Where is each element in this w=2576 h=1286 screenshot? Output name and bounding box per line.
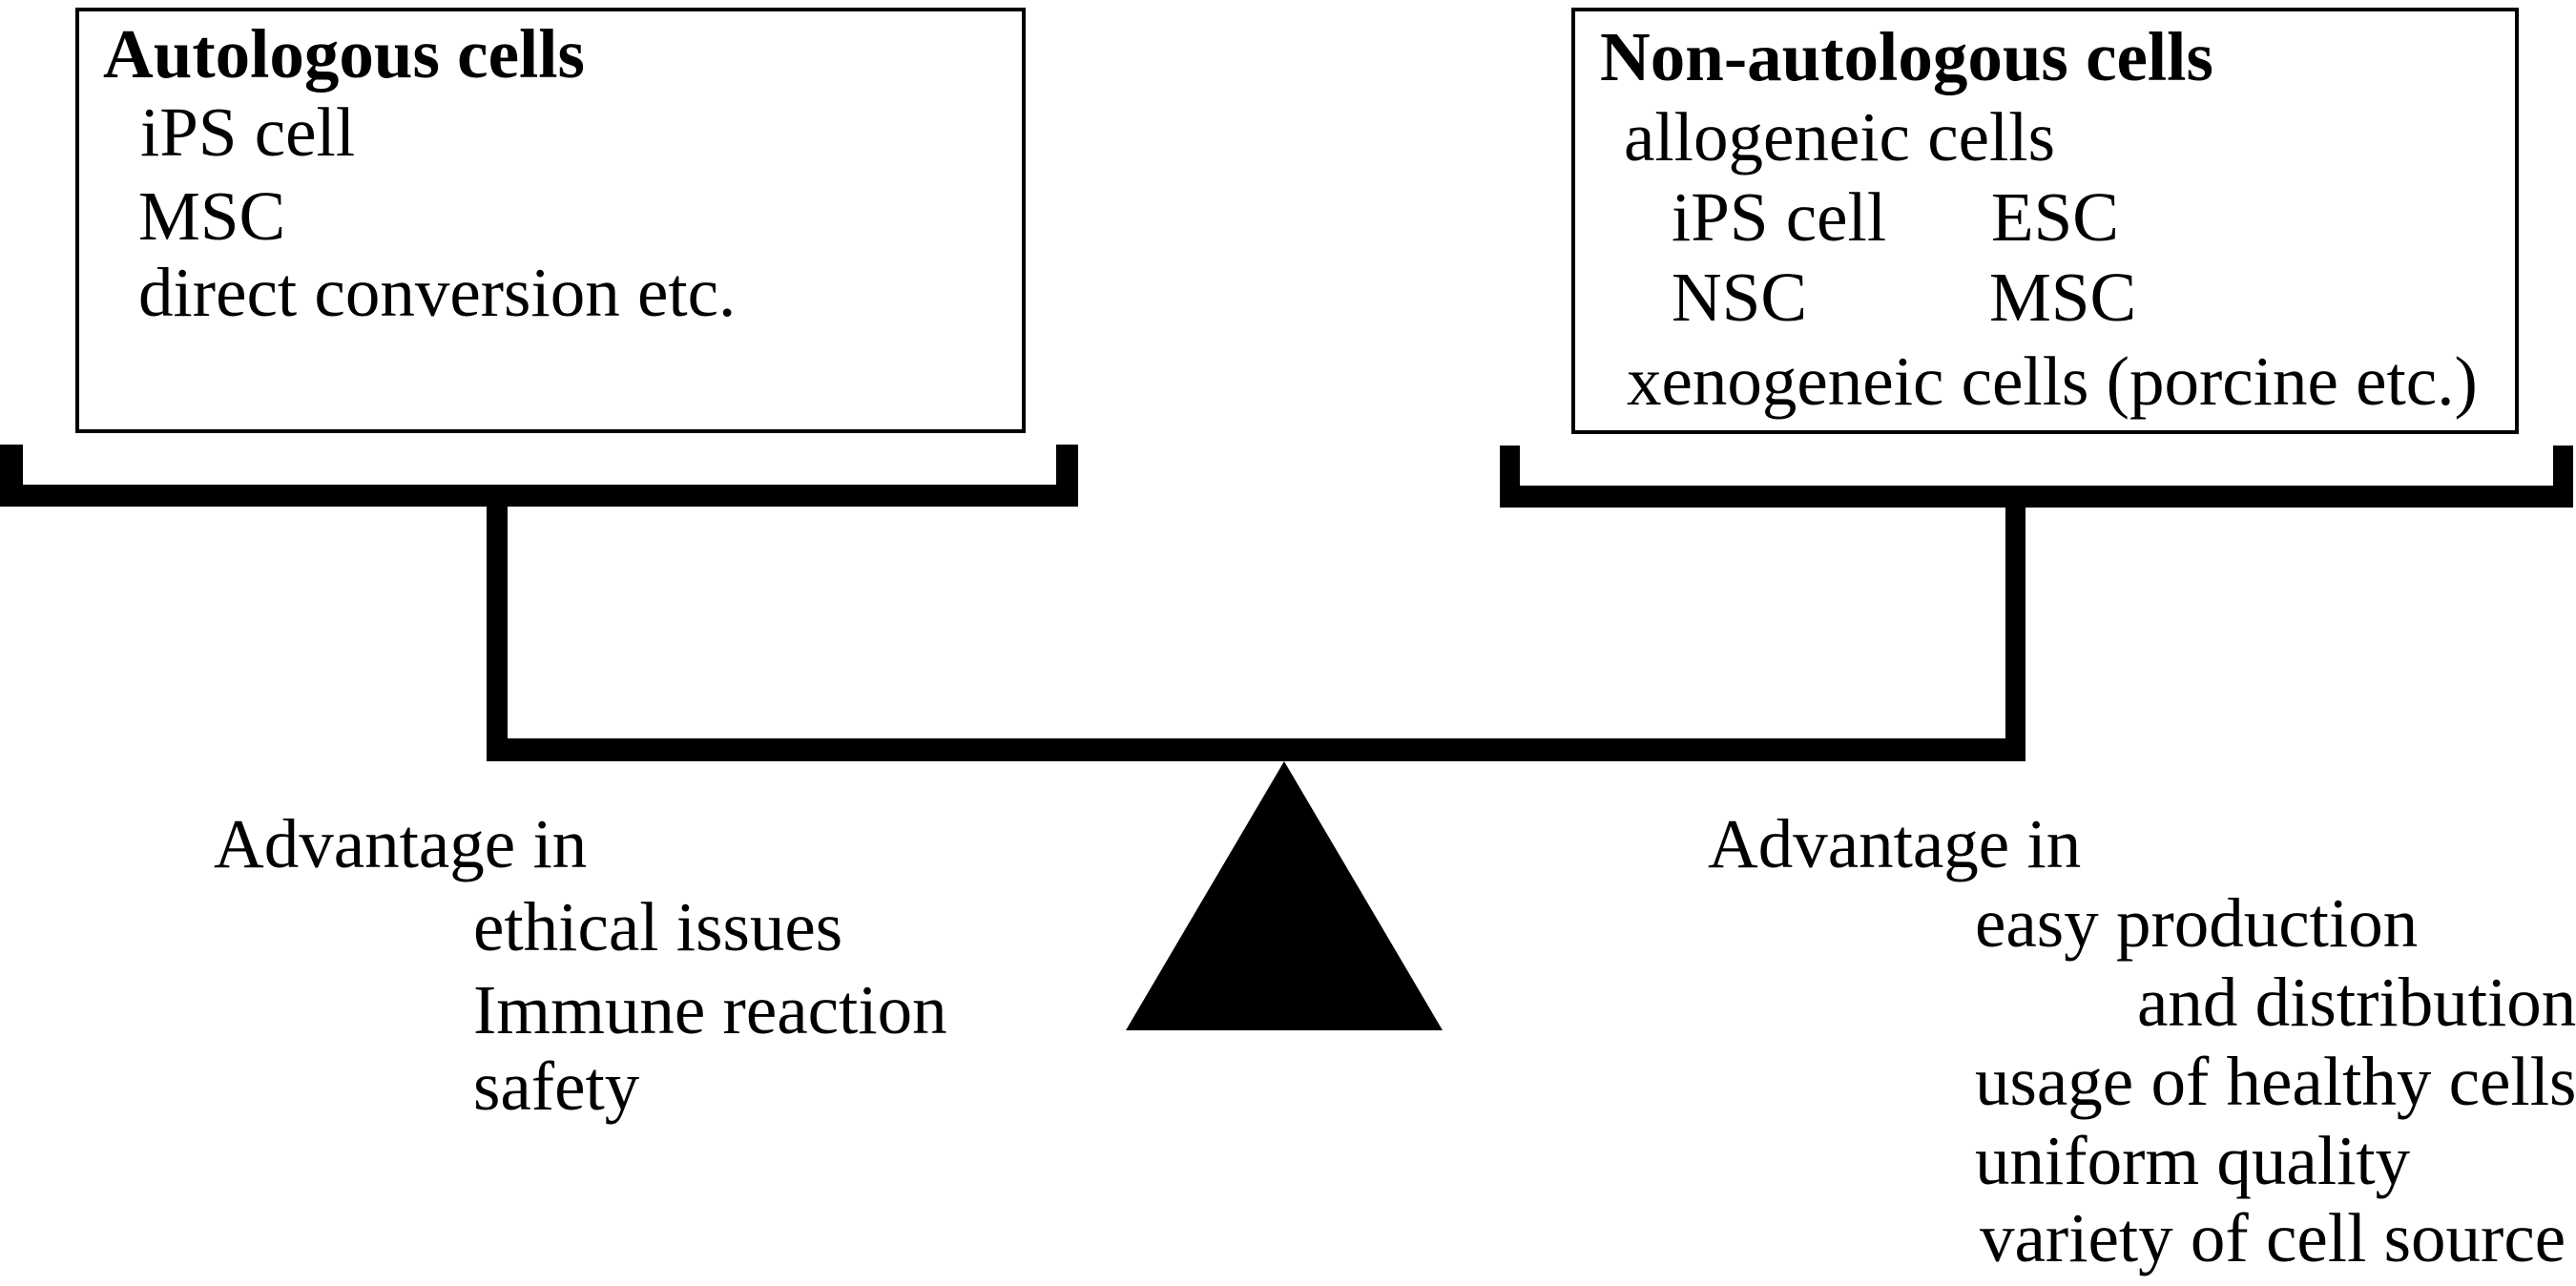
right-advantage-and-distribution: and distribution [2137,964,2576,1041]
right-pan-hanger-stem [2005,507,2025,761]
right-pan-end-cap-left [1500,446,1520,508]
left-advantage-ethical-issues: ethical issues [473,888,843,965]
right-advantage-healthy-cells: usage of healthy cells [1975,1043,2576,1120]
left-advantage-safety: safety [473,1047,640,1125]
xenogeneic-cells-label: xenogeneic cells (porcine etc.) [1627,342,2478,420]
allogeneic-item-esc: ESC [1991,178,2119,256]
right-advantage-heading: Advantage in [1708,805,2082,882]
autologous-item-ips-cell: iPS cell [140,93,356,171]
left-pan-end-cap-left [0,445,23,507]
right-advantage-easy-production: easy production [1975,884,2419,962]
fulcrum-triangle [1126,761,1443,1030]
left-pan-end-cap-right [1056,445,1078,507]
right-advantage-cell-source: variety of cell source [1980,1199,2566,1276]
allogeneic-cells-label: allogeneic cells [1624,98,2055,176]
autologous-item-msc: MSC [138,177,286,255]
autologous-item-direct-conversion: direct conversion etc. [138,254,737,331]
balance-beam [487,738,2025,761]
allogeneic-item-ips-cell: iPS cell [1672,178,1887,256]
non-autologous-box-title: Non-autologous cells [1600,18,2213,95]
right-pan-bar [1500,486,2573,508]
left-pan-hanger-stem [487,506,508,761]
right-pan-end-cap-right [2553,446,2573,508]
left-advantage-immune-reaction: Immune reaction [473,971,947,1048]
autologous-box-title: Autologous cells [103,15,585,93]
allogeneic-item-nsc: NSC [1672,259,1808,336]
non-autologous-cells-box [1571,8,2519,434]
allogeneic-item-msc: MSC [1989,259,2137,336]
autologous-cells-box [75,8,1026,433]
left-advantage-heading: Advantage in [214,805,588,882]
right-advantage-uniform-quality: uniform quality [1975,1122,2411,1199]
left-pan-bar [0,485,1078,507]
